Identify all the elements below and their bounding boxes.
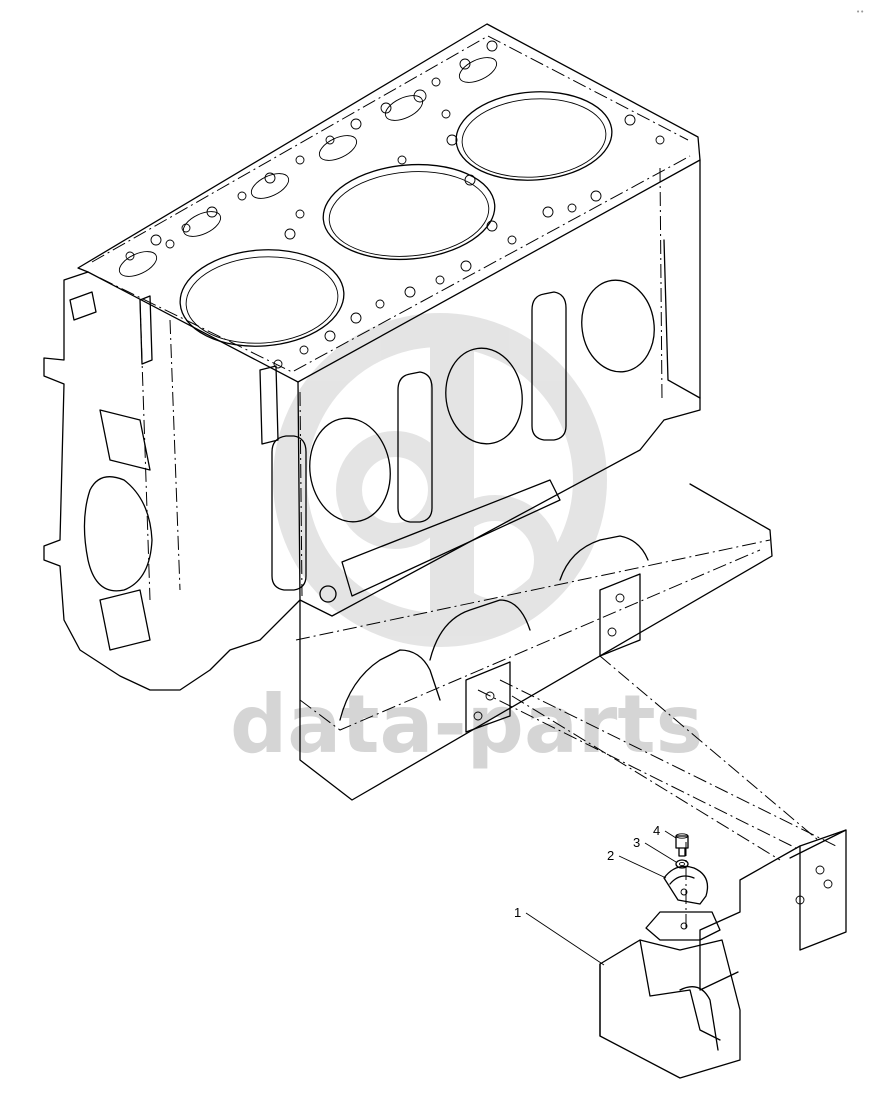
callout-2: 2: [607, 848, 667, 879]
callout-label-2: 2: [607, 848, 614, 863]
crankcase: [295, 483, 773, 801]
coolant-pockets: [118, 57, 498, 277]
bracket-assembly: [599, 829, 847, 1079]
assembly-lines: [477, 655, 837, 932]
callout-1: 1: [514, 905, 605, 966]
callouts: 1 2 3 4: [514, 823, 677, 966]
clamp-part: [663, 865, 709, 905]
block-side-right: [297, 159, 701, 617]
bracket-part: [599, 829, 847, 1079]
callout-3: 3: [633, 835, 677, 863]
watermark-logo: [273, 313, 607, 647]
deck-holes: [125, 40, 665, 369]
corner-mark: ••: [856, 8, 864, 16]
cylinder-bores: [179, 91, 613, 347]
block-front-face: [43, 271, 301, 691]
callout-label-3: 3: [633, 835, 640, 850]
side-bays: [271, 279, 655, 603]
bolt-part: [675, 833, 689, 857]
callout-label-4: 4: [653, 823, 660, 838]
callout-label-1: 1: [514, 905, 521, 920]
engine-block: [43, 23, 773, 801]
callout-4: 4: [653, 823, 677, 839]
washer-part: [675, 859, 689, 869]
